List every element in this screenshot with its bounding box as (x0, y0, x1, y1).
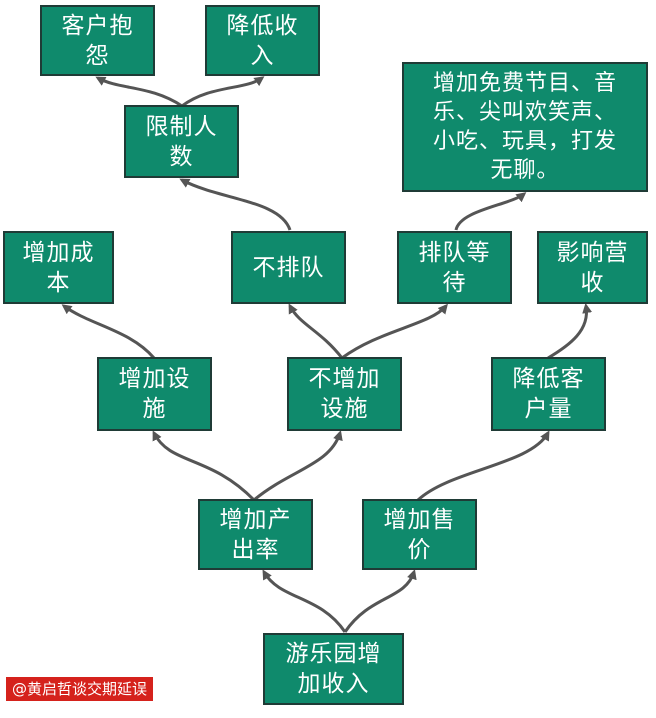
node-reduce-customers-label: 降低客 户量 (512, 366, 585, 422)
node-reduce-income-label: 降低收 入 (226, 12, 299, 69)
arrow-no-add-to-no-queue (288, 303, 344, 359)
node-no-queue: 不排队 (231, 231, 346, 304)
arrow-add-facilities-to-cost (61, 304, 156, 359)
node-entertainment: 增加免费节目、音 乐、尖叫欢笑声、 小吃、玩具，打发 无聊。 (402, 62, 648, 192)
arrow-queue-wait-to-entertainment (454, 192, 527, 231)
node-add-facilities: 增加设 施 (97, 357, 212, 431)
arrow-limit-to-complaints (95, 76, 183, 108)
node-complaints-label: 客户抱 怨 (61, 12, 134, 69)
node-no-add-facilities: 不增加 设施 (287, 357, 402, 431)
node-queue-wait: 排队等 待 (397, 231, 512, 304)
node-complaints: 客户抱 怨 (40, 5, 155, 76)
node-increase-cost: 增加成 本 (3, 231, 114, 304)
arrow-limit-to-reduce-income (181, 76, 265, 108)
node-reduce-income: 降低收 入 (205, 5, 320, 76)
node-increase-revenue: 游乐园增 加收入 (263, 633, 404, 705)
node-affect-revenue: 影响营 收 (537, 231, 648, 304)
node-raise-price: 增加售 价 (362, 499, 477, 570)
arrow-no-add-to-queue-wait (341, 303, 448, 360)
node-limit-people: 限制人 数 (124, 105, 239, 178)
node-affect-revenue-label: 影响营 收 (556, 239, 629, 296)
node-increase-output-label: 增加产 出率 (219, 506, 292, 563)
arrow-output-to-no-add-facilities (253, 430, 343, 502)
arrow-price-to-reduce-customers (416, 430, 550, 502)
node-increase-output: 增加产 出率 (198, 499, 313, 570)
node-entertainment-label: 增加免费节目、音 乐、尖叫欢笑声、 小吃、玩具，打发 无聊。 (432, 71, 617, 183)
node-no-add-facilities-label: 不增加 设施 (308, 366, 381, 422)
arrow-root-to-increase-output (262, 569, 347, 633)
node-no-queue-label: 不排队 (252, 254, 325, 281)
arrow-output-to-add-facilities (152, 430, 256, 502)
arrow-root-to-raise-price (343, 569, 417, 633)
node-limit-people-label: 限制人 数 (145, 113, 218, 170)
arrow-no-queue-to-limit (179, 178, 292, 231)
node-reduce-customers: 降低客 户量 (491, 357, 606, 431)
node-queue-wait-label: 排队等 待 (418, 239, 491, 296)
arrow-reduce-customers-to-revenue (547, 303, 593, 360)
watermark: @黄启哲谈交期延误 (6, 677, 154, 701)
node-increase-revenue-label: 游乐园增 加收入 (285, 641, 382, 697)
node-add-facilities-label: 增加设 施 (118, 366, 191, 422)
node-increase-cost-label: 增加成 本 (22, 239, 95, 296)
node-raise-price-label: 增加售 价 (383, 506, 456, 563)
